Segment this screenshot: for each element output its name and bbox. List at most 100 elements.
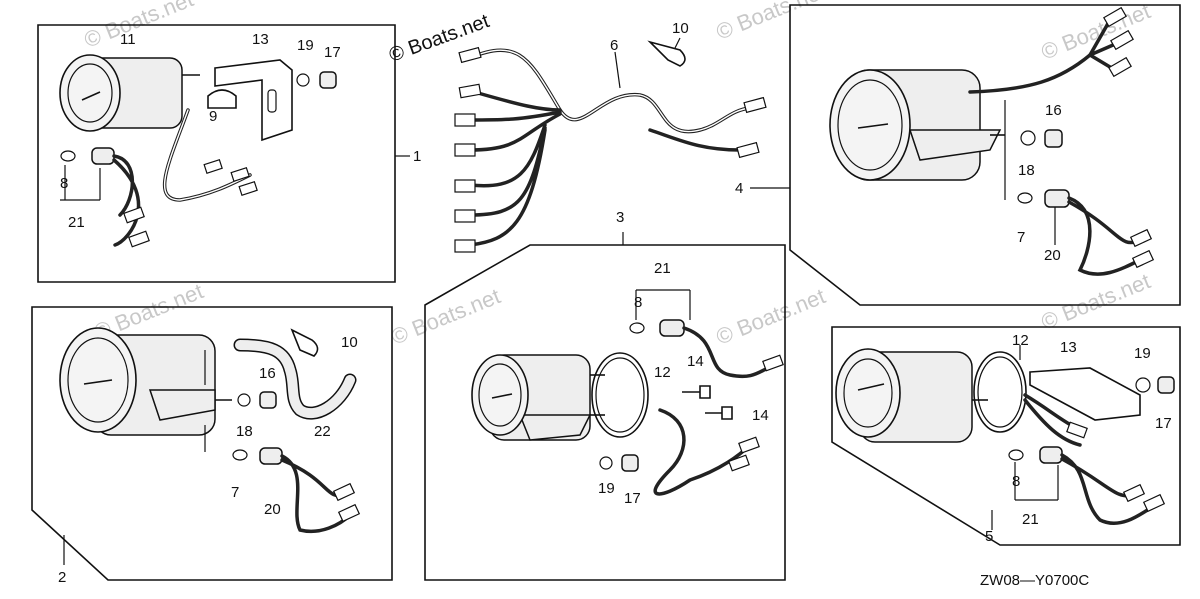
washer: [1135, 377, 1151, 393]
gauge-mount: [518, 414, 592, 441]
harness-clip: [647, 40, 686, 67]
callout-2: 2: [58, 569, 66, 586]
callout-18: 18: [1018, 162, 1035, 179]
wire-connector: [454, 239, 476, 253]
gauge-face: [829, 69, 911, 181]
leader-line: [614, 51, 621, 89]
wire-connector: [123, 206, 145, 224]
callout-17: 17: [1155, 415, 1172, 432]
socket-wire: [682, 326, 777, 378]
wire-connector: [454, 143, 476, 157]
callout-21: 21: [654, 260, 671, 277]
gauge-bezel: [67, 63, 113, 123]
bracket-slot: [267, 89, 277, 113]
mounting-ring: [591, 352, 649, 438]
callout-14: 14: [752, 407, 769, 424]
wire-connector: [1142, 493, 1166, 513]
callout-8: 8: [1012, 473, 1020, 490]
bulb-socket: [659, 319, 685, 337]
gauge-face: [471, 354, 529, 436]
hose-core: [235, 340, 355, 419]
gauge-face: [59, 54, 121, 132]
harness-trunk-core: [464, 49, 751, 133]
bulb-socket: [1039, 446, 1063, 464]
callout-8: 8: [60, 175, 68, 192]
callout-21: 21: [68, 214, 85, 231]
harness-branch: [648, 128, 742, 152]
callout-12: 12: [654, 364, 671, 381]
bulb-socket: [91, 147, 115, 165]
nut: [259, 391, 277, 409]
callout-3: 3: [616, 209, 624, 226]
callout-20: 20: [264, 501, 281, 518]
gauge-needle: [491, 393, 513, 399]
wire-connector: [736, 141, 760, 159]
harness-branches: [468, 91, 562, 247]
nut: [621, 454, 639, 472]
callout-7: 7: [231, 484, 239, 501]
nut: [1157, 376, 1175, 394]
bulb: [629, 322, 645, 334]
hose-clip: [290, 328, 319, 357]
wire-connector: [1066, 421, 1088, 439]
panel-border: [424, 244, 786, 581]
panel-assembly-1: 11 13 19 17 9 8 21 1: [37, 24, 421, 283]
washer: [599, 456, 613, 470]
callout-17: 17: [624, 490, 641, 507]
callout-11: 11: [120, 31, 136, 48]
nut: [1044, 129, 1063, 148]
wire-connector: [1103, 6, 1127, 28]
wire-connector: [454, 113, 476, 127]
callout-4: 4: [735, 180, 743, 197]
gauge-wire: [1023, 393, 1082, 447]
callout-19: 19: [1134, 345, 1151, 362]
gauge-bezel: [843, 358, 893, 428]
wire-connector: [458, 83, 482, 99]
wire-connector: [454, 179, 476, 193]
wire-harness-6: © Boats.net 6 10: [386, 10, 767, 253]
gauge-needle: [83, 379, 113, 385]
wire-connector: [128, 230, 150, 248]
gauge-face: [835, 348, 901, 438]
bulb-socket: [1044, 189, 1070, 208]
wire-connector: [454, 209, 476, 223]
socket-wire: [112, 154, 141, 247]
mounting-bracket: [214, 59, 293, 142]
panel-assembly-5: 12 13 19 17 8 21 5: [831, 326, 1181, 546]
panel-border: [789, 4, 1181, 306]
watermark: © Boats.net: [1038, 268, 1154, 334]
clamp: [207, 89, 237, 109]
wire-connector: [238, 180, 258, 196]
callout-20: 20: [1044, 247, 1061, 264]
terminal-screw: [705, 406, 733, 420]
callout-13: 13: [1060, 339, 1077, 356]
callout-17: 17: [324, 44, 341, 61]
wire-connector: [458, 46, 482, 64]
terminal-screw: [682, 385, 711, 399]
panel-border: [37, 24, 396, 283]
wire-connector: [230, 166, 250, 182]
bulb: [1017, 192, 1033, 204]
sender-wire: [653, 408, 752, 496]
wire-connector: [1131, 249, 1155, 269]
callout-19: 19: [297, 37, 314, 54]
leader-line: [674, 37, 681, 49]
panel-border: [831, 326, 1181, 546]
callout-10: 10: [672, 20, 689, 37]
callout-1: 1: [413, 148, 421, 165]
panel-border: [31, 306, 393, 581]
socket-wire: [1067, 196, 1142, 276]
nut: [319, 71, 337, 89]
bulb: [1008, 449, 1024, 461]
callout-8: 8: [634, 294, 642, 311]
wire-connector: [728, 454, 750, 472]
wire-connector: [1108, 56, 1132, 78]
callout-21: 21: [1022, 511, 1039, 528]
gauge-face: [59, 327, 137, 433]
callout-7: 7: [1017, 229, 1025, 246]
gauge-needle: [857, 123, 889, 129]
gauge-needle: [857, 383, 885, 391]
wire-connector: [1129, 228, 1153, 248]
